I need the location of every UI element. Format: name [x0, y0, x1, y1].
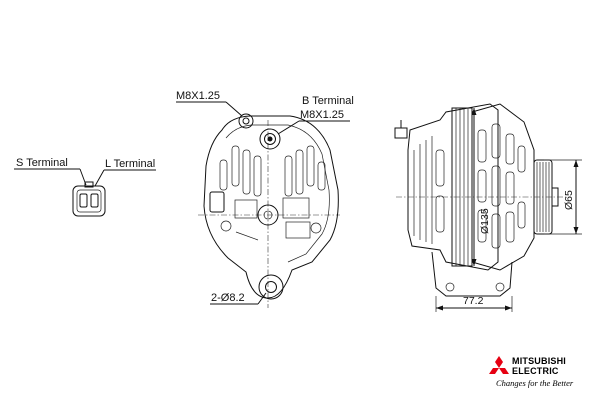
l-pin [90, 193, 99, 208]
stator-core [451, 107, 473, 267]
side-foot-hole-left [445, 282, 455, 292]
side-foot-hole-right [495, 282, 505, 292]
b-terminal-label: B Terminal [302, 95, 354, 107]
side-mounting-foot [431, 251, 513, 297]
mount-holes-leader [257, 292, 267, 305]
l-terminal-leader [94, 169, 105, 187]
m8-stud-boss [238, 113, 254, 129]
screw-left [220, 220, 232, 232]
brand-name-line2: ELECTRIC [512, 366, 559, 376]
rear-view-drawing: M8X1.25 B Terminal M8X1.25 2-Ø8.2 [176, 90, 354, 308]
housing-inner-contour [225, 124, 330, 263]
cooling-ribs [219, 145, 326, 197]
m8-stud [242, 117, 250, 125]
side-view-drawing: Ø135 Ø65 77.2 [394, 103, 582, 312]
brand-name-line1: MITSUBISHI [512, 356, 566, 366]
b-terminal-leader [277, 120, 300, 135]
rectifier-block-right [282, 197, 310, 219]
three-diamonds-icon [489, 356, 509, 374]
mount-hole [265, 281, 277, 293]
b-terminal-boss [259, 128, 281, 150]
brand-tagline: Changes for the Better [496, 378, 574, 388]
connector-latch [84, 181, 94, 188]
connector-housing [72, 185, 106, 217]
rectifier-block-left [234, 199, 258, 219]
connector-inner [76, 189, 102, 213]
side-rear-housing [407, 103, 499, 271]
b-terminal-stud [267, 136, 273, 142]
l-terminal-label: L Terminal [105, 158, 155, 170]
b-thread-label: M8X1.25 [300, 109, 344, 121]
m8-top-label: M8X1.25 [176, 90, 220, 102]
len-772-label: 77.2 [463, 295, 484, 307]
b-terminal-nut [264, 133, 276, 145]
s-pin [79, 193, 88, 208]
body-connector-socket [209, 191, 225, 213]
side-front-housing [471, 103, 535, 271]
side-terminal-nut [394, 127, 408, 139]
shaft-center [263, 210, 273, 220]
dia-65-label: Ø65 [563, 190, 575, 210]
brace-line [235, 231, 259, 241]
shaft-bearing-cover [257, 204, 279, 226]
mount-boss [258, 274, 284, 300]
stator-laminations [455, 108, 469, 266]
mitsubishi-electric-logo: MITSUBISHI ELECTRIC Changes for the Bett… [489, 356, 574, 388]
connector-drawing: S Terminal L Terminal [14, 157, 156, 217]
regulator-pack [285, 221, 311, 239]
s-terminal-label: S Terminal [16, 157, 68, 169]
m8-top-leader [225, 101, 243, 117]
housing-outline [203, 115, 339, 299]
side-rear-fins [413, 136, 445, 244]
dia-135-label: Ø135 [479, 208, 491, 234]
side-front-ribs [477, 123, 526, 249]
mount-holes-label: 2-Ø8.2 [211, 292, 245, 304]
screw-right [310, 222, 322, 234]
